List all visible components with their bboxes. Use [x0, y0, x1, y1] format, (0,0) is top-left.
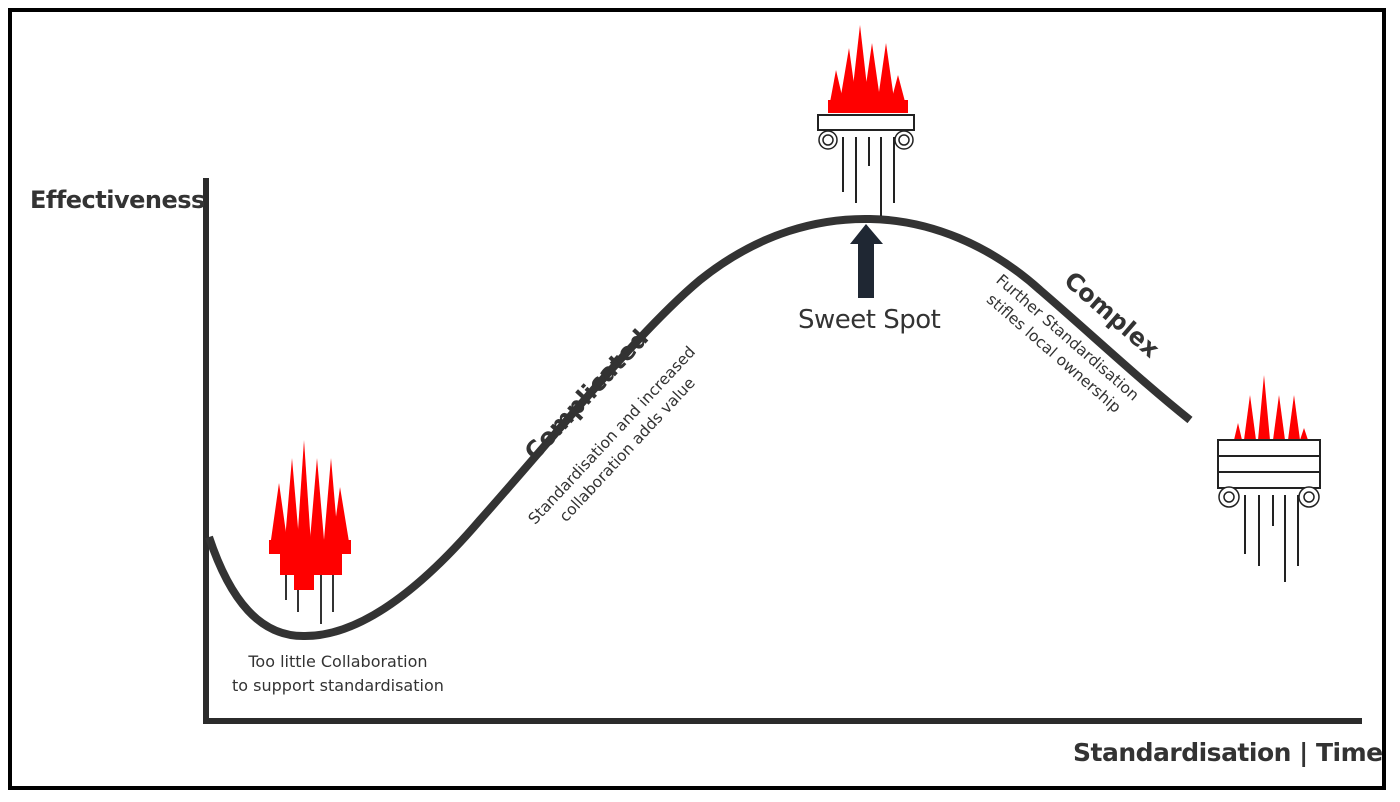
effectiveness-curve	[205, 214, 1193, 641]
up-arrow-icon	[850, 224, 883, 298]
heavy-pillar-icon	[1217, 375, 1321, 582]
low-zone-note: Too little Collaboration to support stan…	[232, 650, 444, 698]
diagram-frame	[8, 8, 1386, 790]
low-zone-note-line1: Too little Collaboration	[248, 652, 428, 671]
sweet-spot-label: Sweet Spot	[798, 305, 941, 335]
flaming-pillar-icon	[817, 25, 915, 216]
crumbling-flame-icon	[269, 440, 351, 624]
x-axis-label: Standardisation | Time	[1073, 738, 1383, 767]
low-zone-note-line2: to support standardisation	[232, 676, 444, 695]
y-axis-label: Effectiveness	[30, 186, 205, 214]
